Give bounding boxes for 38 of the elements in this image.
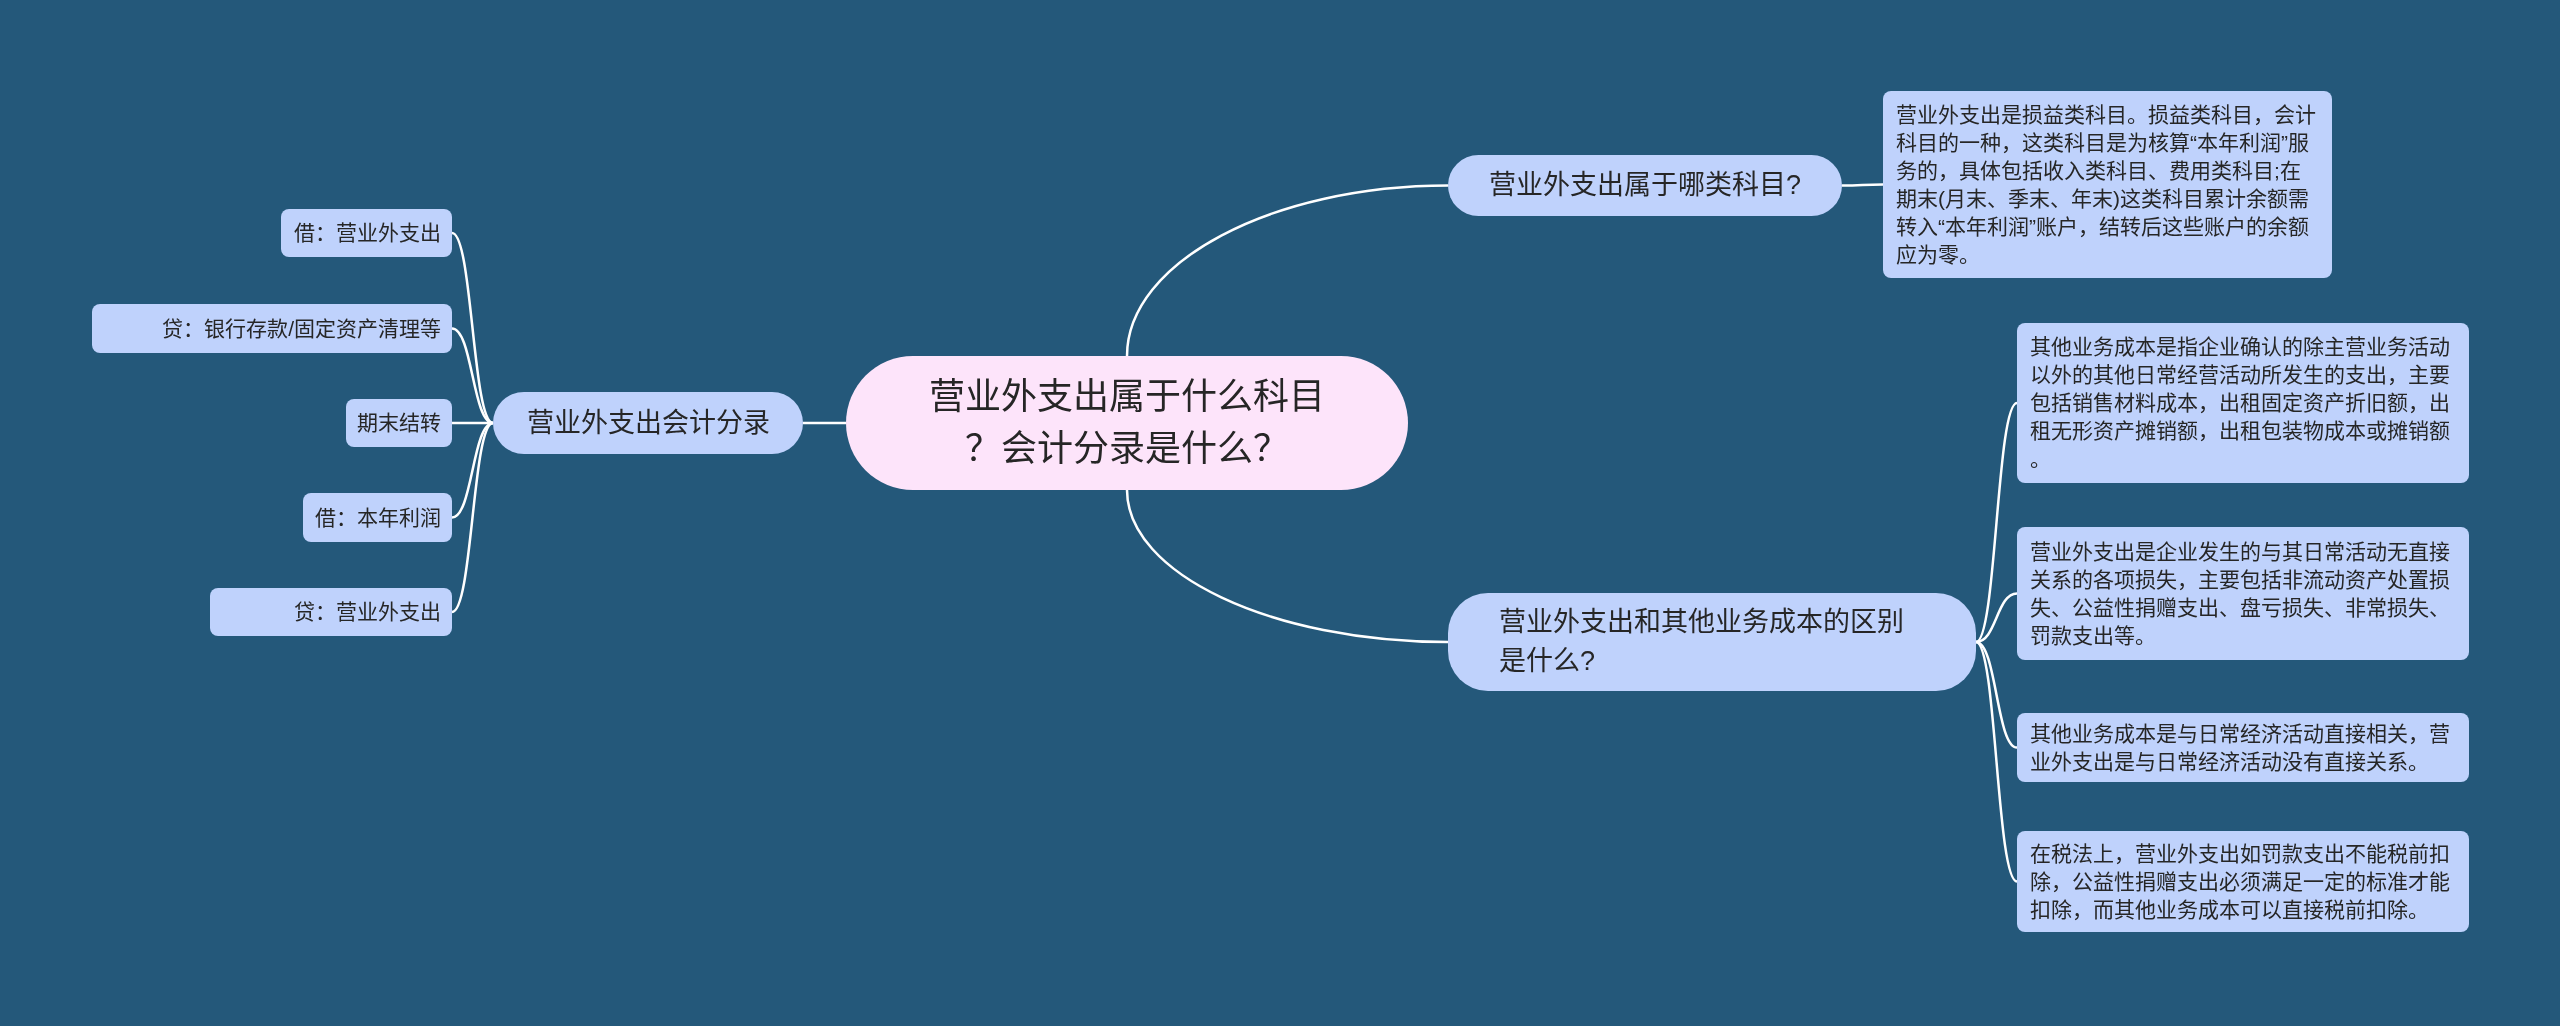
subtopic-tag: [210, 588, 452, 636]
subtopic-label: 借：营业外支出: [294, 220, 441, 246]
subtopic-label: 贷：营业外支出: [294, 599, 441, 625]
note-text: 营业外支出是企业发生的与其日常活动无直接关系的各项损失，主要包括非流动资产处置损失、公益性捐赠支出、盘亏损失、非常损失、罚款支出等。: [2030, 538, 2451, 649]
note-text: 在税法上，营业外支出如罚款支出不能税前扣除，公益性捐赠支出必须满足一定的标准才能扣除，而其他业务成本可以直接税前扣除。: [2030, 840, 2451, 923]
connector-line: [1842, 183, 1883, 187]
note-text: 其他业务成本是指企业确认的除主营业务活动以外的其他日常经营活动所发生的支出，主要包括销售材料成本，出租固定资产折旧额，出租无形资产摊销额，出租包装物成本或摊销额。: [2030, 334, 2451, 472]
subtopic-label: 期末结转: [357, 410, 441, 436]
subtopic-tag: [346, 399, 452, 447]
subtopic-tag: [281, 209, 452, 257]
topic-label: 营业外支出会计分录: [526, 406, 770, 440]
subtopic-label: 借：本年利润: [315, 504, 441, 531]
connector-line: [1125, 184, 1449, 357]
note-card: [1883, 91, 2332, 278]
topic-title: 营业外支出属于什么科目？会计分录是什么？: [928, 375, 1326, 471]
note-text: 营业外支出是损益类科目。损益类科目，会计科目的一种，这类科目是为核算“本年利润”服务的，具体包括收入类科目、费用类科目;在期末(月末、季末、年末)这类科目累计余额需转入“本年利润”账户，结转后这些账户的余额应为零。: [1896, 101, 2317, 268]
subtopic-tag: [303, 493, 452, 542]
topic-label: 营业外支出和其他业务成本的区别是什么?: [1499, 606, 1905, 678]
note-card: [2017, 831, 2469, 932]
connector-line: [451, 327, 494, 425]
note-card: [2017, 323, 2469, 483]
subtopic-label: 贷：银行存款/固定资产清理等: [162, 315, 441, 342]
connector-line: [1975, 640, 2018, 749]
branch-topic: [1448, 593, 1976, 691]
connector-line: [1125, 489, 1449, 644]
note-card: [2017, 527, 2469, 660]
branch-topic: [1448, 155, 1842, 216]
note-card: [2017, 713, 2469, 782]
note-text: 其他业务成本是与日常经济活动直接相关，营业外支出是与日常经济活动没有直接关系。: [2030, 720, 2451, 775]
connector-line: [451, 232, 494, 424]
connector-line: [803, 421, 846, 425]
connector-line: [1975, 641, 2018, 883]
connector-line: [1975, 592, 2018, 644]
connector-line: [451, 421, 494, 519]
topic-label: 营业外支出属于哪类科目?: [1489, 169, 1801, 202]
connector-line: [1975, 402, 2018, 643]
subtopic-tag: [92, 304, 452, 353]
connector-line: [451, 422, 494, 613]
